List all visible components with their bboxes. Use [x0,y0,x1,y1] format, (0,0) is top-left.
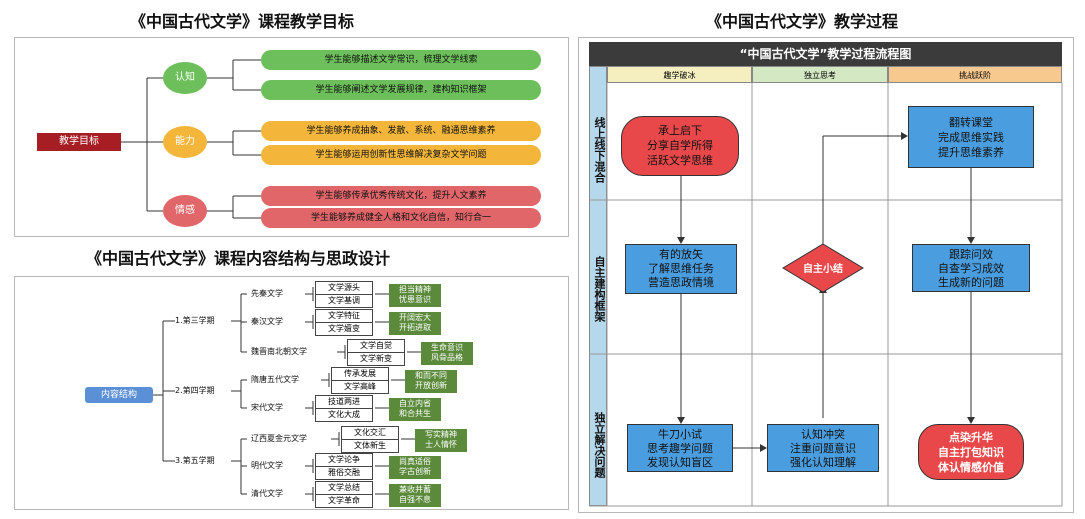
value-text: 忧患意识 [399,295,431,304]
topic-box: 文学论争 [315,453,373,467]
value-text: 和而不同 [415,371,447,380]
summary-diamond [782,243,864,293]
value-text: 担当精神 [399,285,431,294]
node-conflict: 认知冲突 注重问题意识 强化认知理解 [767,424,879,472]
period-name: 秦汉文学 [251,317,283,326]
value-box: 自立内省和合共生 [389,398,441,421]
flow-header: “中国古代文学”教学过程流程图 [589,42,1062,66]
objective-group-ability: 能力 [163,126,207,158]
topic-box: 文学基调 [315,294,373,308]
value-text: 风骨品格 [431,353,463,362]
value-text: 自立内省 [399,399,431,408]
semester-label: 2.第四学期 [175,386,215,395]
topic-box: 文化大成 [315,408,373,422]
value-box: 担当精神忧患意识 [389,284,441,307]
value-text: 和合共生 [399,409,431,418]
value-box: 开阔宏大开拓进取 [389,312,441,335]
topic-box: 文化交汇 [341,426,399,440]
value-text: 开阔宏大 [399,313,431,322]
value-box: 写实精神士人情怀 [415,429,467,452]
node-task: 有的放矢 了解思维任务 营造思政情境 [625,244,737,294]
objectives-panel: 教学目标 认知 能力 情感 学生能够描述文学常识，梳理文学线索 学生能够阐述文学… [14,37,569,237]
value-box: 和而不同开放创新 [405,370,457,393]
objectives-title: 《中国古代文学》课程教学目标 [130,12,355,31]
period-name: 明代文学 [251,461,283,470]
value-box: 兼收并蓄自强不息 [389,484,441,507]
objective-group-cognition: 认知 [163,62,207,94]
semester-label: 1.第三学期 [175,316,215,325]
node-summary: 自主小结 [803,264,843,275]
topic-box: 文学特征 [315,309,373,323]
objectives-connectors [121,59,261,219]
semester-label: 3.第五学期 [175,456,215,465]
structure-title: 《中国古代文学》课程内容结构与思政设计 [86,249,391,268]
topic-box: 文学嬗变 [315,322,373,336]
column-header: 趣学破冰 [607,66,752,83]
topic-box: 文学革命 [315,494,373,508]
topic-box: 传承发展 [331,367,389,381]
structure-connectors [153,287,421,501]
flow-grid [589,83,1063,507]
objective-item: 学生能够传承优秀传统文化，提升人文素养 [261,186,541,206]
value-text: 尚真适俗 [399,457,431,466]
value-box: 生命意识风骨品格 [421,342,473,365]
period-name: 隋唐五代文学 [251,375,299,384]
node-end: 点染升华 自主打包知识 体认情感价值 [918,424,1024,480]
lane-label: 独立解决问题 [593,412,606,478]
objective-item: 学生能够阐述文学发展规律，建构知识框架 [261,80,541,100]
process-panel: “中国古代文学”教学过程流程图 趣学破冰 独立思考 挑战跃阶 线上线下混合 自主… [578,37,1074,513]
objectives-root: 教学目标 [37,133,121,151]
value-text: 生命意识 [431,343,463,352]
objective-group-emotion: 情感 [163,195,207,227]
topic-box: 文学总结 [315,481,373,495]
objective-item: 学生能够运用创新性思维解决复杂文学问题 [261,145,541,165]
value-text: 学古创新 [399,467,431,476]
node-flip: 翻转课堂 完成思维实践 提升思维素养 [908,106,1034,168]
objective-item: 学生能够描述文学常识，梳理文学线索 [261,50,541,70]
objective-item: 学生能够养成抽象、发散、系统、融通思维素养 [261,121,541,141]
structure-root: 内容结构 [85,387,153,403]
node-start: 承上启下 分享自学所得 活跃文学思维 [621,116,739,176]
period-name: 辽西夏金元文学 [251,434,307,443]
topic-box: 文体新生 [341,439,399,453]
topic-box: 文学自觉 [347,339,405,353]
lane-label: 自主建构框架 [593,256,606,322]
value-text: 写实精神 [425,430,457,439]
node-test: 牛刀小试 思考趣学问题 发现认知盲区 [627,424,733,472]
value-text: 自强不息 [399,495,431,504]
topic-box: 文学源头 [315,281,373,295]
node-track: 跟踪问效 自查学习成效 生成新的问题 [912,244,1030,292]
process-title: 《中国古代文学》教学过程 [706,12,899,31]
value-text: 开拓进取 [399,323,431,332]
period-name: 先秦文学 [251,289,283,298]
topic-box: 雅俗交融 [315,466,373,480]
column-header: 挑战跃阶 [888,66,1062,83]
objective-item: 学生能够养成健全人格和文化自信，知行合一 [261,208,541,228]
topic-box: 文学高峰 [331,380,389,394]
period-name: 宋代文学 [251,403,283,412]
value-text: 开放创新 [415,381,447,390]
value-box: 尚真适俗学古创新 [389,456,441,479]
value-text: 兼收并蓄 [399,485,431,494]
column-header: 独立思考 [752,66,888,83]
topic-box: 技道两进 [315,395,373,409]
topic-box: 文学新变 [347,352,405,366]
structure-panel: 内容结构 1.第三学期 2.第四学期 3.第五学期 先秦文学 秦汉文学 魏晋南北… [14,276,569,510]
lane-label: 线上线下混合 [593,117,606,183]
period-name: 魏晋南北朝文学 [251,347,307,356]
value-text: 士人情怀 [425,440,457,449]
period-name: 清代文学 [251,489,283,498]
